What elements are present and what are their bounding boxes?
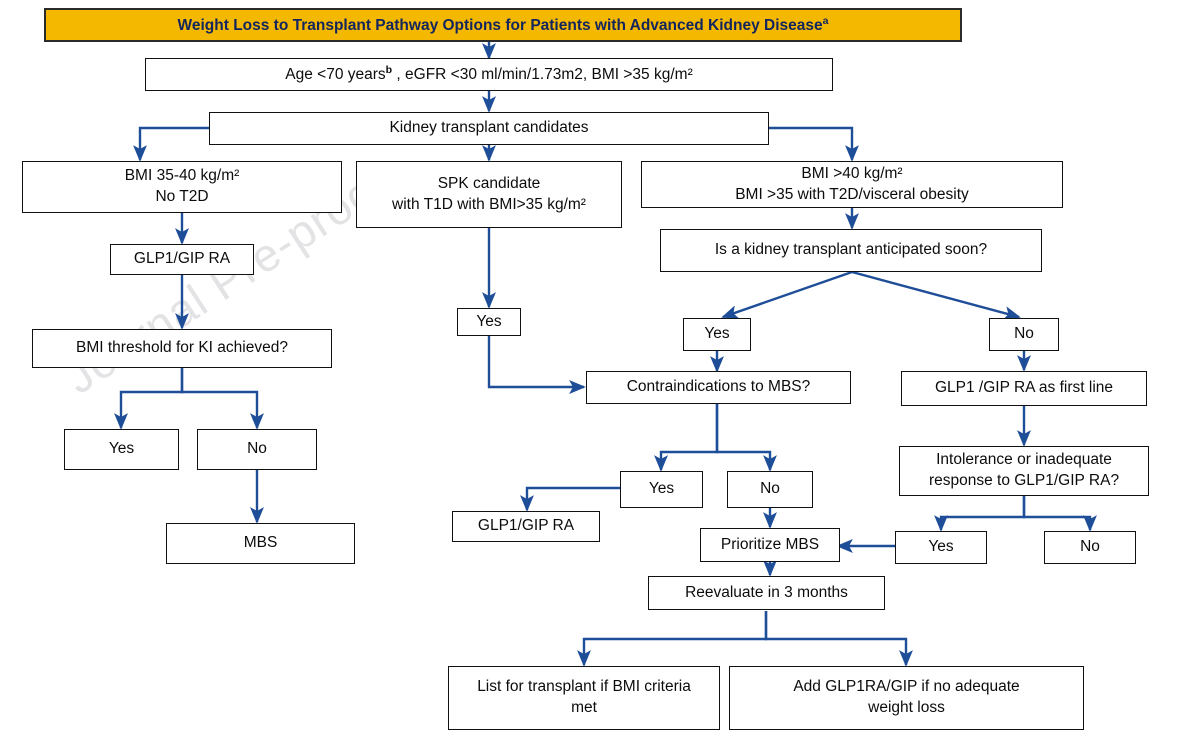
node-criteria-label: Age <70 yearsb , eGFR <30 ml/min/1.73m2,… — [285, 63, 693, 84]
node-spk-yes: Yes — [457, 308, 521, 336]
node-transplant-anticipated-soon: Is a kidney transplant anticipated soon? — [660, 229, 1042, 272]
node-contra-no: No — [727, 471, 813, 508]
node-glp1-gip-ra-first-line: GLP1 /GIP RA as first line — [901, 371, 1147, 406]
node-intolerance-yes: Yes — [895, 531, 987, 564]
edge-threshold-to-no — [180, 368, 264, 430]
node-glp1-gip-ra-mid: GLP1/GIP RA — [452, 511, 600, 542]
node-contra-yes-label: Yes — [648, 480, 675, 498]
node-soon-no: No — [989, 318, 1059, 351]
node-kidney-transplant-candidates: Kidney transplant candidates — [209, 112, 769, 145]
node-contraindications-to-mbs: Contraindications to MBS? — [586, 371, 851, 404]
node-contraindications-to-mbs-label: Contraindications to MBS? — [626, 378, 811, 396]
node-soon-no-label: No — [1014, 325, 1034, 343]
node-glp1-gip-ra-mid-label: GLP1/GIP RA — [477, 517, 575, 535]
node-soon-yes: Yes — [683, 318, 751, 351]
node-spk-yes-label: Yes — [476, 312, 502, 330]
node-spk-candidate-label: SPK candidate with T1D with BMI>35 kg/m² — [392, 174, 586, 213]
node-reevaluate-3-months-label: Reevaluate in 3 months — [685, 583, 848, 601]
edge-reevaluate-to-addglp1 — [764, 611, 913, 667]
edge-candidates-to-bmi40 — [769, 126, 859, 162]
node-spk-candidate: SPK candidate with T1D with BMI>35 kg/m² — [356, 161, 622, 228]
node-threshold-yes: Yes — [64, 429, 179, 470]
node-threshold-no-label: No — [247, 440, 267, 458]
node-candidates-label: Kidney transplant candidates — [389, 119, 589, 137]
edge-reevaluate-to-list — [577, 611, 768, 667]
node-intolerance-yes-label: Yes — [928, 538, 954, 556]
node-bmi-over-40: BMI >40 kg/m² BMI >35 with T2D/visceral … — [641, 161, 1063, 208]
node-list-for-transplant: List for transplant if BMI criteria met — [448, 666, 720, 730]
node-criteria: Age <70 yearsb , eGFR <30 ml/min/1.73m2,… — [145, 58, 833, 91]
edge-soon-to-no — [851, 270, 1021, 320]
edge-contra-to-no — [715, 403, 777, 472]
node-bmi-over-40-label: BMI >40 kg/m² BMI >35 with T2D/visceral … — [735, 164, 969, 203]
node-bmi-threshold-achieved-label: BMI threshold for KI achieved? — [76, 339, 288, 357]
edge-intolerance-to-no — [1022, 496, 1097, 532]
edge-intolerance-to-yes — [934, 496, 1026, 532]
node-intolerance-inadequate-response: Intolerance or inadequate response to GL… — [899, 446, 1149, 496]
criteria-superscript: b — [385, 63, 393, 76]
node-glp1-gip-ra-first-line-label: GLP1 /GIP RA as first line — [934, 379, 1114, 397]
node-add-glp1ra-gip: Add GLP1RA/GIP if no adequate weight los… — [729, 666, 1084, 730]
node-bmi-threshold-achieved: BMI threshold for KI achieved? — [32, 329, 332, 368]
page-title-text: Weight Loss to Transplant Pathway Option… — [177, 14, 829, 35]
node-intolerance-no-label: No — [1080, 538, 1100, 556]
edge-spkyes-to-contra — [487, 335, 586, 394]
node-intolerance-no: No — [1044, 531, 1136, 564]
edge-threshold-to-yes — [114, 368, 184, 430]
node-transplant-anticipated-soon-label: Is a kidney transplant anticipated soon? — [714, 241, 988, 259]
page-title-superscript: a — [822, 14, 829, 27]
node-contra-yes: Yes — [620, 471, 703, 508]
node-reevaluate-3-months: Reevaluate in 3 months — [648, 576, 885, 610]
node-threshold-yes-label: Yes — [108, 440, 135, 458]
node-prioritize-mbs: Prioritize MBS — [700, 528, 840, 562]
page-title-banner: Weight Loss to Transplant Pathway Option… — [44, 8, 962, 42]
node-bmi-35-40-label: BMI 35-40 kg/m² No T2D — [124, 167, 240, 205]
node-mbs-left: MBS — [166, 523, 355, 564]
edge-contrayes-to-glp1mid — [520, 486, 620, 512]
node-intolerance-inadequate-response-label: Intolerance or inadequate response to GL… — [928, 451, 1120, 489]
node-glp1-gip-ra-left: GLP1/GIP RA — [110, 244, 254, 275]
node-glp1-gip-ra-left-label: GLP1/GIP RA — [133, 250, 231, 268]
edge-contra-to-yes — [654, 403, 719, 472]
node-list-for-transplant-label: List for transplant if BMI criteria met — [477, 678, 691, 716]
node-prioritize-mbs-label: Prioritize MBS — [720, 535, 820, 553]
node-threshold-no: No — [197, 429, 317, 470]
node-bmi-35-40: BMI 35-40 kg/m² No T2D — [22, 161, 342, 213]
edge-soon-to-yes — [721, 270, 853, 319]
node-mbs-left-label: MBS — [243, 534, 278, 552]
edge-candidates-to-bmi3540 — [133, 126, 209, 162]
node-add-glp1ra-gip-label: Add GLP1RA/GIP if no adequate weight los… — [793, 678, 1020, 716]
node-soon-yes-label: Yes — [704, 325, 730, 343]
node-contra-no-label: No — [760, 480, 780, 498]
